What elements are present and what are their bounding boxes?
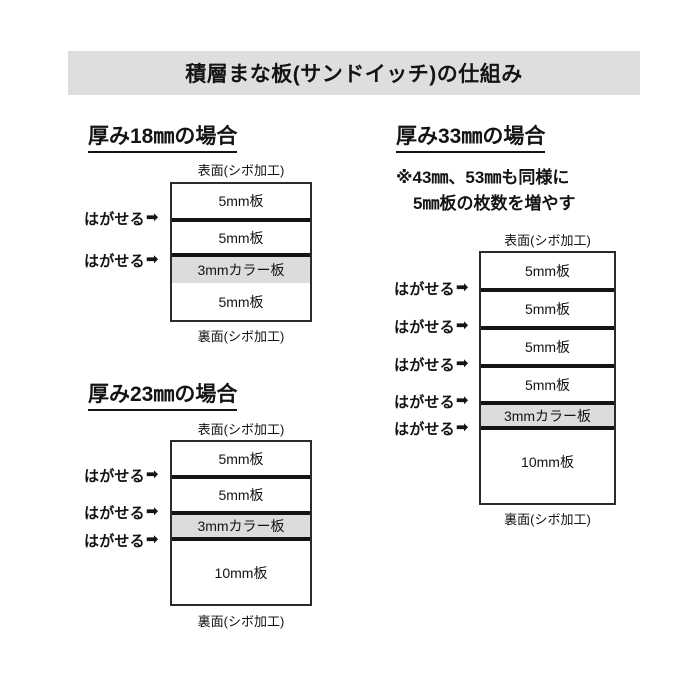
layer-33mm-4: 5mm板 (481, 364, 614, 401)
back-face-label-18mm: 裏面(シボ加工) (197, 329, 285, 344)
note-line-1: ※43㎜、53㎜も同様に (396, 168, 570, 187)
peel-marker-23mm-1: はがせる ➡ (84, 465, 158, 486)
layer-33mm-6: 10mm板 (481, 426, 614, 493)
layer-23mm-2: 5mm板 (172, 475, 310, 511)
right-arrow-icon: ➡ (455, 317, 469, 334)
note-line-2: 5㎜板の枚数を増やす (396, 194, 576, 213)
layer-23mm-3: 3mmカラー板 (172, 511, 310, 537)
section-heading-18mm: 厚み18㎜の場合 (88, 120, 238, 153)
peel-marker-33mm-1: はがせる ➡ (394, 278, 468, 299)
peel-marker-23mm-3: はがせる ➡ (84, 530, 158, 551)
peel-label: はがせる (394, 357, 455, 374)
peel-label: はがせる (84, 533, 145, 550)
right-arrow-icon: ➡ (145, 209, 159, 226)
layer-18mm-4: 5mm板 (172, 283, 310, 320)
peel-label: はがせる (394, 394, 455, 411)
right-arrow-icon: ➡ (145, 531, 159, 548)
right-arrow-icon: ➡ (145, 466, 159, 483)
layer-18mm-2: 5mm板 (172, 218, 310, 253)
layer-33mm-2: 5mm板 (481, 288, 614, 326)
peel-marker-23mm-2: はがせる ➡ (84, 502, 158, 523)
layer-stack-18mm: 5mm板 5mm板 3mmカラー板 5mm板 (170, 182, 312, 322)
layer-18mm-1: 5mm板 (172, 184, 310, 218)
page-title: 積層まな板(サンドイッチ)の仕組み (185, 63, 523, 86)
layer-stack-33mm: 5mm板 5mm板 5mm板 5mm板 3mmカラー板 10mm板 (479, 251, 616, 505)
front-face-label-23mm: 表面(シボ加工) (197, 422, 285, 437)
peel-marker-33mm-2: はがせる ➡ (394, 316, 468, 337)
layer-23mm-4: 10mm板 (172, 537, 310, 604)
peel-marker-33mm-4: はがせる ➡ (394, 391, 468, 412)
right-arrow-icon: ➡ (145, 503, 159, 520)
front-face-label-18mm: 表面(シボ加工) (197, 163, 285, 178)
layer-stack-23mm: 5mm板 5mm板 3mmカラー板 10mm板 (170, 440, 312, 606)
layer-33mm-1: 5mm板 (481, 253, 614, 288)
peel-label: はがせる (84, 253, 145, 270)
section-heading-33mm: 厚み33㎜の場合 (396, 120, 546, 153)
peel-label: はがせる (84, 468, 145, 485)
right-arrow-icon: ➡ (455, 419, 469, 436)
layer-23mm-1: 5mm板 (172, 442, 310, 475)
right-arrow-icon: ➡ (455, 279, 469, 296)
layer-33mm-3: 5mm板 (481, 326, 614, 364)
peel-marker-18mm-2: はがせる ➡ (84, 250, 158, 271)
peel-label: はがせる (84, 211, 145, 228)
section-heading-23mm: 厚み23㎜の場合 (88, 378, 238, 411)
back-face-label-33mm: 裏面(シボ加工) (504, 512, 591, 527)
peel-label: はがせる (394, 281, 455, 298)
peel-label: はがせる (84, 505, 145, 522)
peel-marker-33mm-5: はがせる ➡ (394, 418, 468, 439)
peel-marker-18mm-1: はがせる ➡ (84, 208, 158, 229)
right-arrow-icon: ➡ (145, 251, 159, 268)
peel-label: はがせる (394, 421, 455, 438)
peel-marker-33mm-3: はがせる ➡ (394, 354, 468, 375)
right-arrow-icon: ➡ (455, 392, 469, 409)
right-arrow-icon: ➡ (455, 355, 469, 372)
back-face-label-23mm: 裏面(シボ加工) (197, 614, 285, 629)
title-band: 積層まな板(サンドイッチ)の仕組み (68, 51, 640, 95)
peel-label: はがせる (394, 319, 455, 336)
layer-18mm-3: 3mmカラー板 (172, 253, 310, 283)
front-face-label-33mm: 表面(シボ加工) (504, 233, 591, 248)
layer-33mm-5: 3mmカラー板 (481, 401, 614, 426)
